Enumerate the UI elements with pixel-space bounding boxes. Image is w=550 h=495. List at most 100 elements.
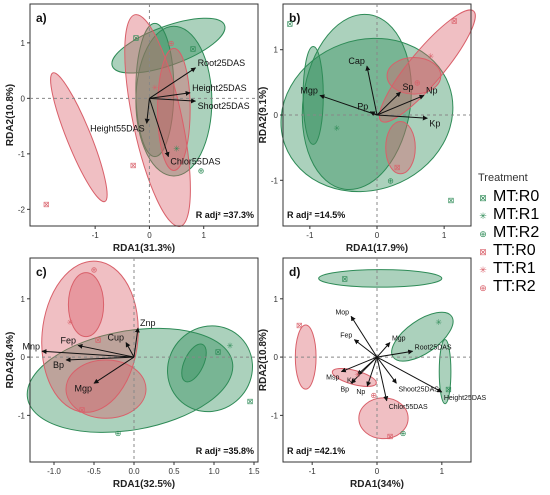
sample-point: ⊠ — [247, 397, 254, 406]
variable-arrow-label: Shoot25DAS — [198, 101, 250, 111]
panel-label: d) — [289, 265, 300, 279]
legend-label: TT:R0 — [493, 242, 536, 259]
sample-point: ⊠ — [130, 161, 137, 170]
group-ellipse — [331, 368, 377, 387]
variable-arrow-label: Root25DAS — [415, 344, 452, 351]
sample-point: ⊠ — [190, 44, 197, 53]
plot-frame — [29, 3, 259, 227]
legend: Treatment ⊠MT:R0 ✳MT:R1 ⊕MT:R2 ⊠TT:R0 ✳T… — [478, 172, 548, 296]
sample-point: ⊕ — [387, 176, 394, 185]
legend-item: ⊕MT:R2 — [478, 224, 548, 242]
x-tick-label: -1 — [309, 467, 317, 476]
r-adj-annotation: R adj² =35.8% — [196, 446, 254, 456]
panel-label: c) — [36, 265, 47, 279]
x-axis-label: RDA1(17.9%) — [346, 243, 408, 254]
x-tick-label: 1 — [201, 231, 206, 240]
sample-point: ⊠ — [215, 347, 222, 356]
sample-point: ⊠ — [286, 20, 293, 29]
r-adj-annotation: R adj² =42.1% — [287, 446, 345, 456]
legend-symbol-icon: ⊠ — [479, 193, 487, 203]
sample-point: ⊠ — [341, 274, 348, 283]
x-tick-label: 1.5 — [248, 467, 260, 476]
x-tick-label: -1 — [306, 231, 314, 240]
sample-point: ⊕ — [168, 39, 175, 48]
x-tick-label: 0 — [147, 231, 152, 240]
group-ellipse — [385, 121, 416, 175]
variable-arrow — [144, 98, 150, 124]
y-tick-label: 1 — [274, 46, 279, 55]
variable-arrow — [149, 90, 191, 99]
variable-arrow — [376, 356, 443, 393]
group-ellipse — [65, 359, 147, 419]
variable-arrow — [350, 356, 378, 384]
y-tick-label: 1 — [274, 295, 279, 304]
legend-item: ⊕TT:R2 — [478, 278, 548, 296]
variable-arrow-label: Bp — [53, 360, 64, 370]
variable-arrow — [319, 94, 378, 116]
sample-point: ⊠ — [95, 336, 102, 345]
variable-arrow — [149, 67, 196, 99]
plot-frame — [29, 257, 259, 463]
variable-arrow-label: Mnp — [22, 341, 40, 351]
sample-point: ⊠ — [43, 200, 50, 209]
group-ellipse — [67, 272, 105, 338]
variable-arrow — [376, 91, 401, 116]
x-tick-label: 0.5 — [168, 467, 180, 476]
legend-item: ✳ MT:R1 — [478, 206, 548, 224]
variable-arrow-label: Shoot25DAS — [398, 386, 439, 393]
y-tick-label: -2 — [18, 205, 26, 214]
group-ellipse — [50, 72, 108, 203]
variable-arrow — [365, 65, 378, 116]
group-ellipse — [280, 37, 454, 193]
variable-arrow-label: Height25DAS — [192, 83, 247, 93]
variable-arrow-label: Root25DAS — [198, 58, 246, 68]
variable-arrow — [376, 94, 425, 116]
legend-symbol-icon: ⊠ — [479, 247, 487, 257]
variable-arrow-label: Pp — [357, 102, 368, 112]
sample-point: ⊕ — [414, 78, 421, 87]
y-tick-label: -1 — [271, 176, 279, 185]
variable-arrow — [376, 356, 397, 384]
variable-arrow — [93, 356, 135, 384]
x-tick-label: -0.5 — [87, 467, 101, 476]
legend-item: ✳TT:R1 — [478, 260, 548, 278]
variable-arrow-label: Bp — [341, 386, 350, 393]
panel-label: a) — [36, 11, 47, 25]
variable-arrow-label: Height25DAS — [444, 395, 487, 402]
y-tick-label: 1 — [21, 39, 26, 48]
legend-label: TT:R2 — [493, 278, 536, 295]
variable-arrow-label: Mop — [335, 309, 349, 316]
variable-arrow-label: Height55DAS — [90, 123, 145, 133]
variable-arrow — [353, 339, 378, 358]
legend-title: Treatment — [478, 172, 528, 184]
variable-arrow — [376, 349, 414, 358]
x-tick-label: 0.0 — [128, 467, 140, 476]
y-tick-label: -1 — [18, 150, 26, 159]
legend-label: MT:R0 — [493, 188, 540, 205]
legend-label: MT:R2 — [493, 224, 540, 241]
variable-arrow-label: Cap — [348, 56, 365, 66]
legend-item: ⊠ TT:R0 — [478, 242, 548, 260]
x-tick-label: 0 — [375, 231, 380, 240]
x-tick-label: 1.0 — [208, 467, 220, 476]
sample-point: ⊠ — [445, 385, 452, 394]
variable-arrow-label: Fep — [60, 335, 76, 345]
variable-arrow — [350, 315, 378, 358]
group-ellipse — [294, 324, 317, 390]
variable-arrow-label: Chlor55DAS — [170, 157, 220, 167]
y-tick-label: 0 — [274, 111, 279, 120]
y-axis-label: RDA2(9.1%) — [258, 87, 269, 144]
variable-arrow — [133, 327, 140, 358]
variable-arrow — [366, 356, 378, 387]
panel-label: b) — [289, 11, 300, 25]
legend-symbol-icon: ✳ — [479, 265, 487, 275]
legend-label: MT:R1 — [493, 206, 540, 223]
y-tick-label: 0 — [274, 353, 279, 362]
variable-arrow — [77, 343, 135, 358]
variable-arrow — [41, 349, 135, 358]
legend-item: ⊠ MT:R0 — [478, 188, 548, 206]
variable-arrow — [65, 356, 135, 363]
y-tick-label: -1 — [18, 411, 26, 420]
legend-symbol-icon: ✳ — [479, 211, 487, 221]
